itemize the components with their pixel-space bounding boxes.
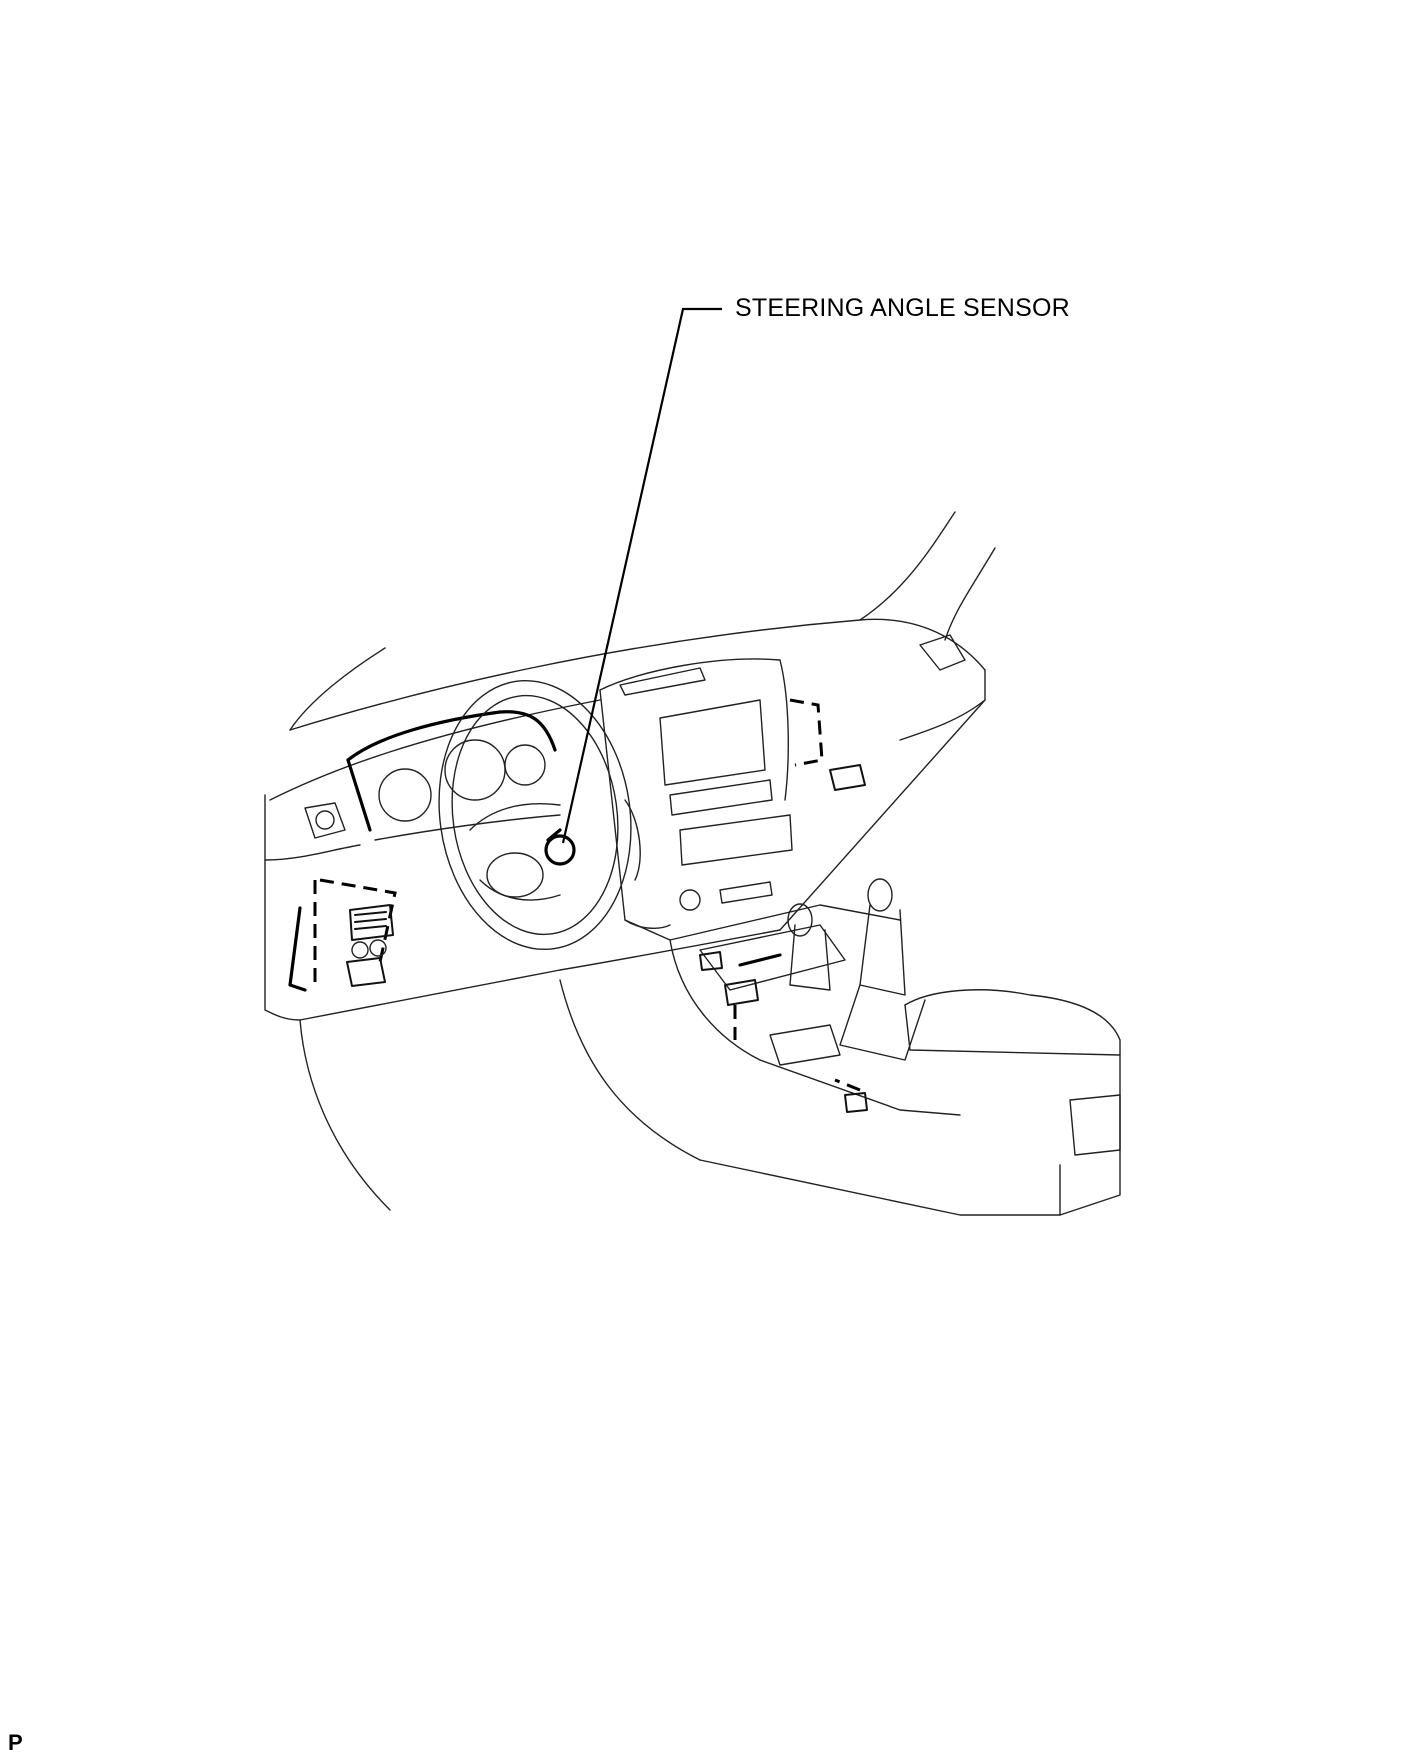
left-vent [304, 802, 346, 839]
lower-left-connector-area [288, 878, 397, 992]
ecu-dashed-outline [789, 698, 866, 791]
dashboard-outline [264, 618, 986, 1211]
instrument-cluster [346, 710, 561, 841]
steering-wheel [438, 679, 641, 951]
steering-angle-sensor-marker [544, 828, 576, 866]
center-console [624, 878, 961, 1116]
center-stack [599, 658, 793, 929]
page-corner-mark: P [8, 1730, 23, 1755]
armrest [834, 989, 1121, 1216]
windshield-pillar-lines [289, 511, 996, 731]
steering-angle-sensor-label: STEERING ANGLE SENSOR [735, 294, 1070, 322]
floor-lines [559, 979, 1061, 1216]
steering-angle-sensor-leader-line [561, 307, 722, 844]
